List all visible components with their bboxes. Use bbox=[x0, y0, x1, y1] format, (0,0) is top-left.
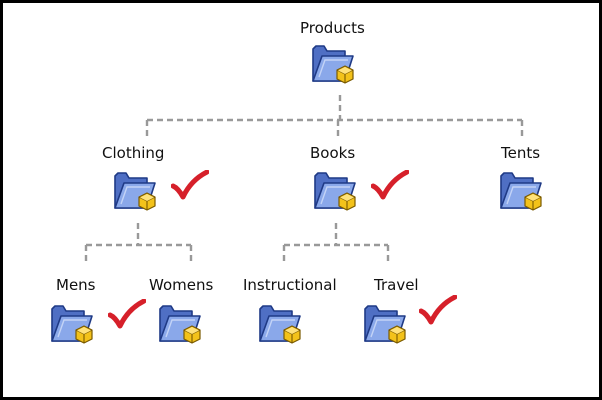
folder-icon bbox=[48, 301, 96, 345]
checkmark-icon bbox=[108, 299, 146, 329]
folder-icon bbox=[111, 168, 159, 212]
node-travel-label: Travel bbox=[374, 276, 419, 294]
checkmark-icon bbox=[171, 170, 209, 200]
folder-icon bbox=[311, 168, 359, 212]
folder-icon bbox=[309, 41, 357, 85]
folder-icon bbox=[361, 301, 409, 345]
folder-icon bbox=[497, 168, 545, 212]
node-products[interactable] bbox=[309, 41, 367, 93]
node-tents[interactable] bbox=[497, 168, 555, 223]
folder-icon bbox=[156, 301, 204, 345]
node-womens[interactable] bbox=[156, 301, 214, 356]
checkmark-icon bbox=[371, 170, 409, 200]
node-instructional-label: Instructional bbox=[243, 276, 337, 294]
folder-icon bbox=[256, 301, 304, 345]
node-instructional[interactable] bbox=[256, 301, 314, 356]
checkmark-icon bbox=[419, 295, 457, 325]
node-products-label: Products bbox=[300, 19, 365, 37]
node-clothing-label: Clothing bbox=[102, 144, 165, 162]
node-tents-label: Tents bbox=[501, 144, 541, 162]
node-books-label: Books bbox=[310, 144, 356, 162]
node-books[interactable] bbox=[311, 168, 411, 223]
node-womens-label: Womens bbox=[149, 276, 214, 294]
connector-lines bbox=[84, 95, 524, 265]
node-clothing[interactable] bbox=[111, 168, 211, 223]
node-travel[interactable] bbox=[361, 301, 461, 356]
node-mens-label: Mens bbox=[56, 276, 96, 294]
node-mens[interactable] bbox=[48, 301, 148, 356]
